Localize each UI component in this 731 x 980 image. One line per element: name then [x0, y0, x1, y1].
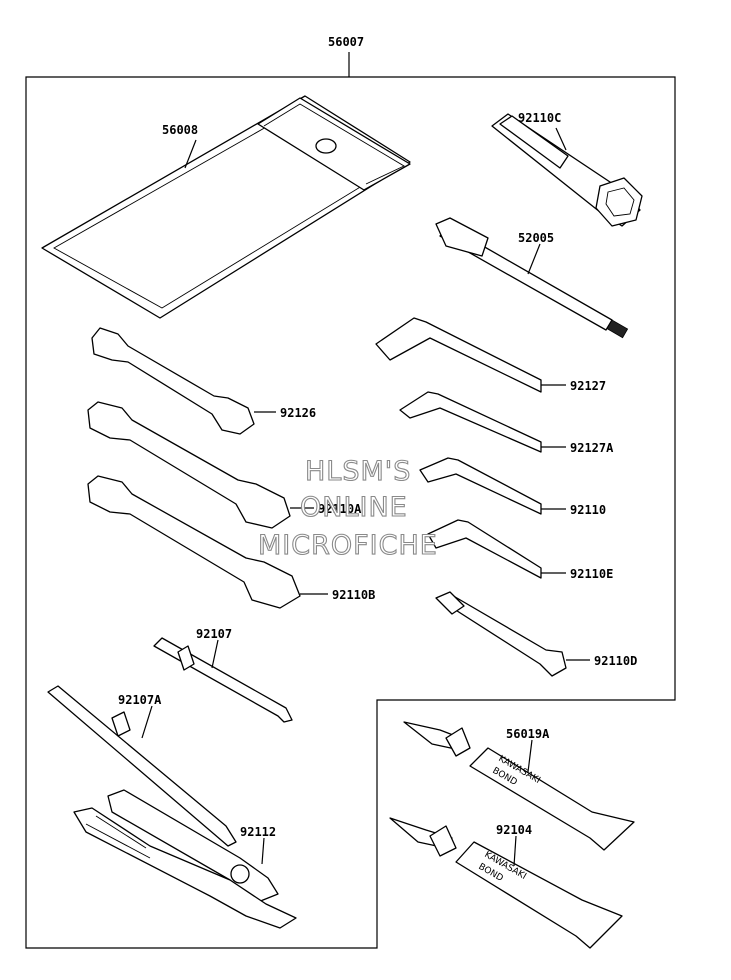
extension-bar-part: 52005 — [435, 217, 629, 339]
part-label-wrench-3: 92110B — [332, 588, 375, 602]
part-label-wrench-2: 92110A — [318, 502, 362, 516]
part-label-small-wrench: 92110D — [594, 654, 637, 668]
assembly-label: 56007 — [328, 35, 364, 49]
small-wrench-part: 92110D — [435, 591, 637, 677]
hex-key-4-part: 92110E — [427, 519, 613, 581]
plug-wrench-part: 92110C — [491, 111, 643, 227]
bond-tube-2-part: KAWASAKI BOND 92104 — [389, 817, 623, 949]
part-label-screwdriver-bit: 92107 — [196, 627, 232, 641]
part-label-wrench-1: 92126 — [280, 406, 316, 420]
wrench-1-part: 92126 — [91, 327, 316, 435]
part-label-hex-key-1: 92127 — [570, 379, 606, 393]
pliers-part: 92112 — [73, 789, 297, 929]
screwdriver-bit-part: 92107 — [153, 627, 293, 723]
part-label-hex-key-2: 92127A — [570, 441, 614, 455]
hex-key-2-part: 92127A — [399, 391, 614, 455]
hex-key-1-part: 92127 — [375, 317, 606, 393]
watermark: HLSM'S ONLINE MICROFICHE — [257, 455, 438, 561]
part-label-pouch: 56008 — [162, 123, 198, 137]
watermark-line-1: HLSM'S — [305, 456, 411, 487]
hex-key-3-part: 92110 — [419, 457, 606, 517]
wrench-2-part: 92110A — [87, 401, 362, 529]
part-label-pliers: 92112 — [240, 825, 276, 839]
assembly-frame: 56007 — [25, 35, 676, 949]
part-label-hex-key-4: 92110E — [570, 567, 613, 581]
watermark-line-3: MICROFICHE — [258, 530, 438, 561]
part-label-bond-tube-2: 92104 — [496, 823, 532, 837]
tool-pouch-part: 56008 — [41, 95, 411, 319]
part-label-plug-wrench: 92110C — [518, 111, 561, 125]
part-label-screwdriver-handle: 92107A — [118, 693, 162, 707]
part-label-hex-key-3: 92110 — [570, 503, 606, 517]
screwdriver-handle-part: 92107A — [47, 685, 237, 847]
part-label-extension-bar: 52005 — [518, 231, 554, 245]
part-label-bond-tube-1: 56019A — [506, 727, 550, 741]
wrench-3-part: 92110B — [87, 475, 375, 609]
watermark-line-2: ONLINE — [300, 492, 408, 523]
